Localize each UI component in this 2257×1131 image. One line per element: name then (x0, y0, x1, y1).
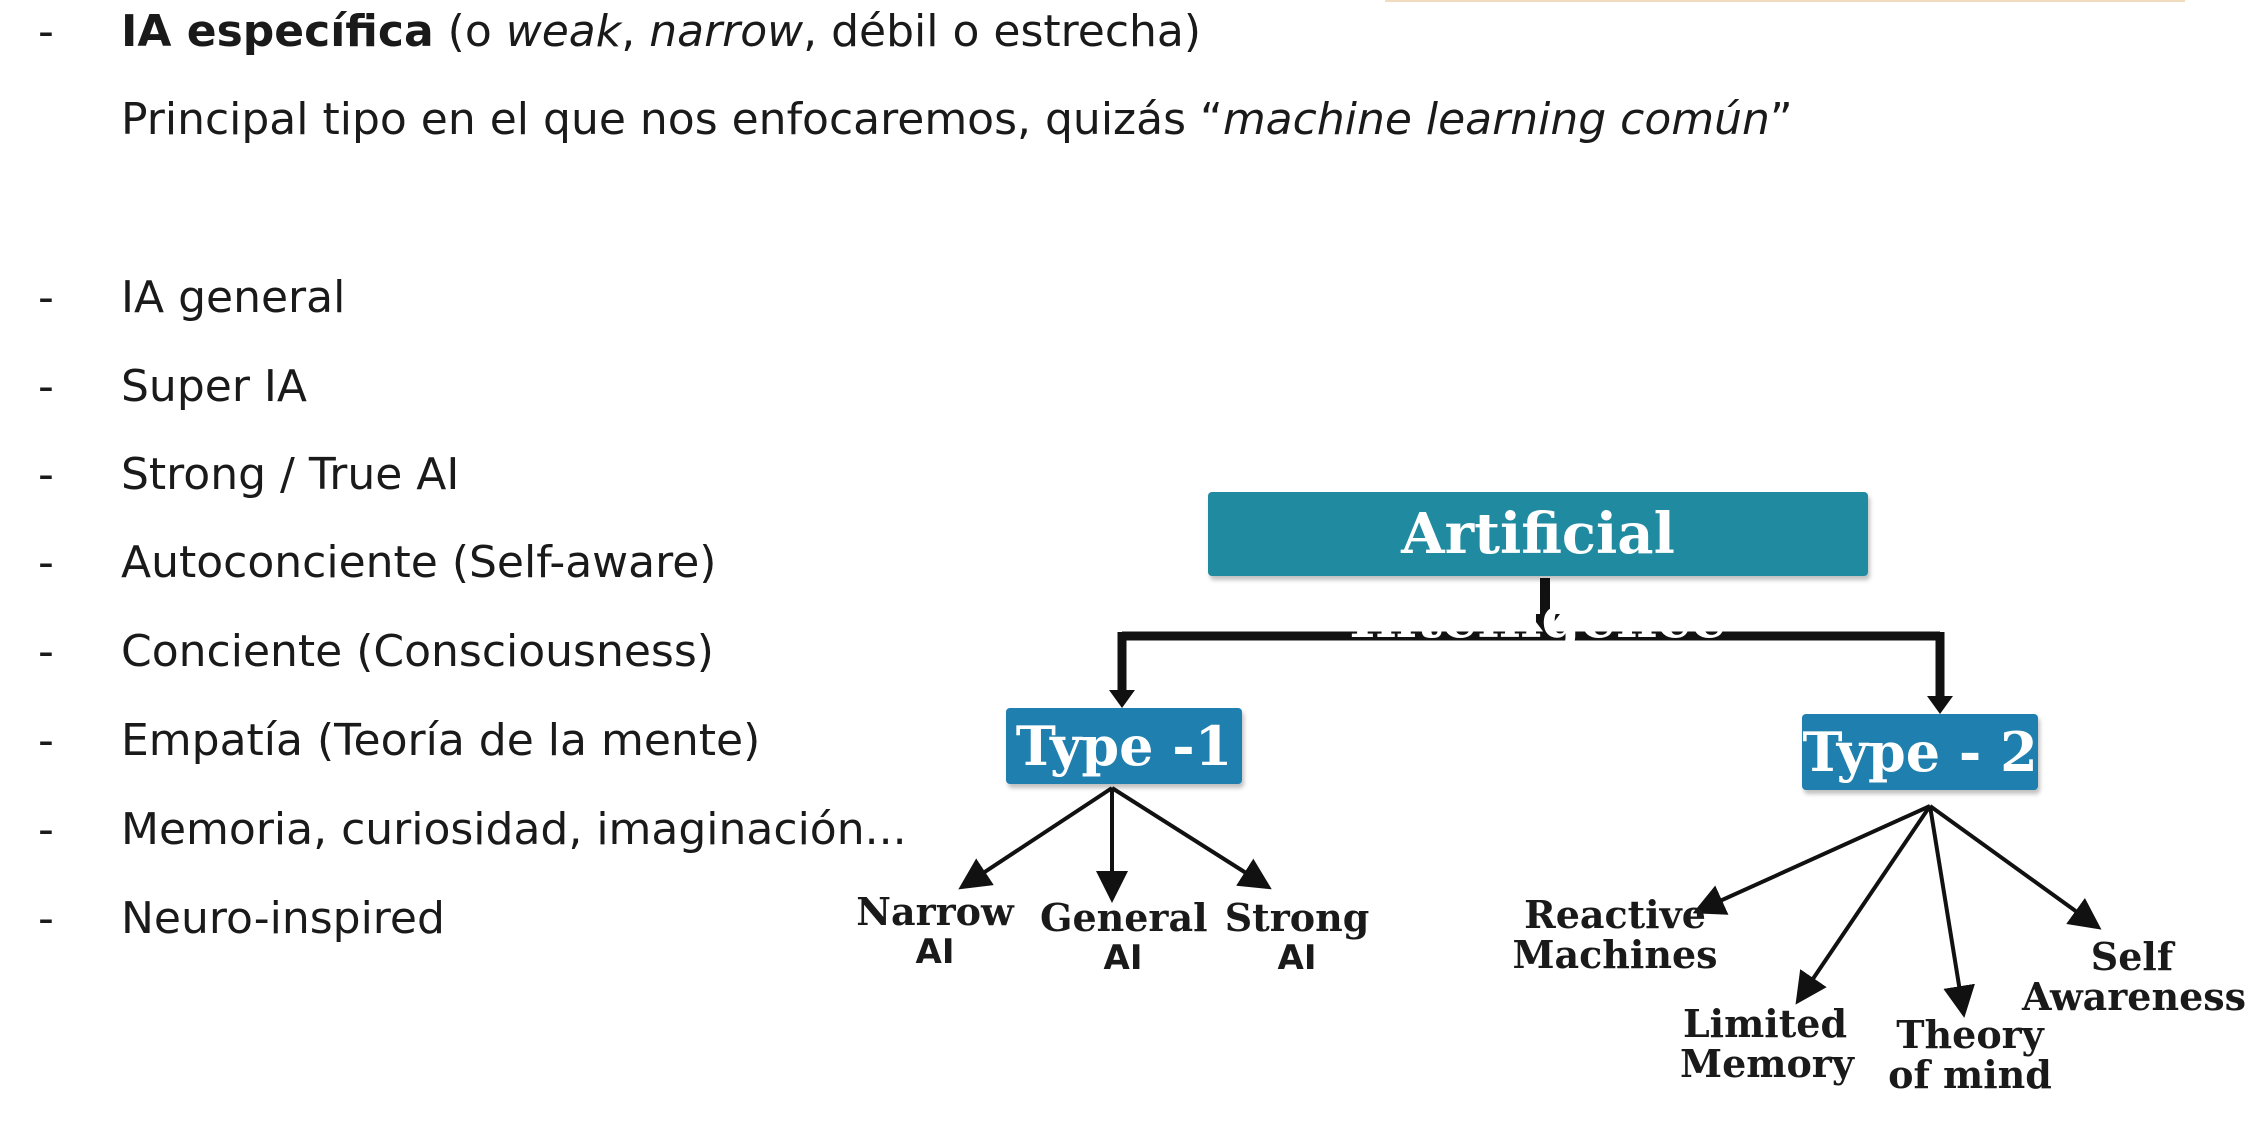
text-weak: weak (505, 6, 622, 57)
subline-suffix: ” (1769, 94, 1793, 145)
leaf-strong-ai: Strong AI (1222, 895, 1372, 979)
type1-arrowhead (1109, 690, 1135, 708)
leaf-theory-of-mind: Theory of mind (1880, 1015, 2060, 1095)
leaf-line2: of mind (1888, 1052, 2052, 1097)
bullet-dash: - (38, 715, 54, 766)
list-item: Strong / True AI (121, 449, 460, 500)
leaf-general-ai: General AI (1040, 895, 1208, 979)
leaf-line1: Reactive (1524, 892, 1706, 937)
leaf-line1: Strong (1224, 895, 1370, 940)
arrow-limited-memory (1795, 804, 1932, 1005)
leaf-line2: Memory (1680, 1041, 1854, 1086)
bullet-dash: - (38, 537, 54, 588)
leaf-line2: Awareness (2022, 974, 2247, 1019)
arrow-narrow-ai (958, 786, 1114, 890)
leaf-line2: Machines (1512, 932, 1718, 977)
bullet-ia-especifica-title: IA específica (121, 6, 434, 57)
bullet-dash: - (38, 449, 54, 500)
leaf-limited-memory: Limited Memory (1680, 1001, 1854, 1086)
bullet-dash: - (38, 893, 54, 944)
text-part: , (621, 6, 650, 57)
leaf-line1: Self (2090, 934, 2174, 979)
arrow-self-awareness (1928, 804, 2102, 930)
type2-arrowhead (1927, 696, 1953, 714)
bullet-dash: - (38, 272, 54, 323)
subline-prefix: Principal tipo en el que nos enfocaremos… (121, 94, 1223, 145)
root-arrowhead (1530, 614, 1560, 634)
leaf-line1: General (1040, 895, 1208, 940)
text-part: , débil o estrecha) (803, 6, 1202, 57)
arrow-theory-of-mind (1928, 805, 1975, 1018)
bullet-dash: - (38, 6, 54, 57)
bullet-dash: - (38, 626, 54, 677)
leaf-self-awareness: Self Awareness (2022, 934, 2247, 1019)
bullet-dash: - (38, 804, 54, 855)
node-type-1: Type -1 (1006, 708, 1242, 784)
leaf-line2: AI (915, 932, 955, 972)
leaf-reactive-machines: Reactive Machines (1510, 895, 1720, 975)
bullet-ia-especifica: IA específica (o weak, narrow, débil o e… (121, 4, 1201, 60)
arrow-reactive-machines (1692, 804, 1931, 915)
leaf-line2: AI (1103, 938, 1143, 978)
leaf-narrow-ai: Narrow AI (855, 889, 1015, 973)
node-type-2: Type - 2 (1802, 714, 2038, 790)
list-item: IA general (121, 272, 346, 323)
list-item: Neuro-inspired (121, 893, 445, 944)
list-item: Autoconciente (Self-aware) (121, 537, 717, 588)
leaf-line2: AI (1277, 938, 1317, 978)
list-item: Conciente (Consciousness) (121, 626, 714, 677)
leaf-line1: Theory (1896, 1012, 2044, 1057)
subline-italic: machine learning común (1222, 94, 1770, 145)
list-item: Memoria, curiosidad, imaginación... (121, 804, 907, 855)
text-part: (o (433, 6, 506, 57)
leaf-line1: Limited (1682, 1001, 1848, 1046)
bullet-subline: Principal tipo en el que nos enfocaremos… (121, 92, 1793, 148)
top-divider (1385, 0, 2185, 2)
arrow-strong-ai (1110, 786, 1272, 890)
leaf-line1: Narrow (856, 889, 1014, 934)
bullet-dash: - (38, 361, 54, 412)
text-narrow: narrow (649, 6, 804, 57)
list-item: Super IA (121, 361, 307, 412)
root-node-artificial-intelligence: Artificial Intelligence (1208, 492, 1868, 651)
list-item: Empatía (Teoría de la mente) (121, 715, 761, 766)
